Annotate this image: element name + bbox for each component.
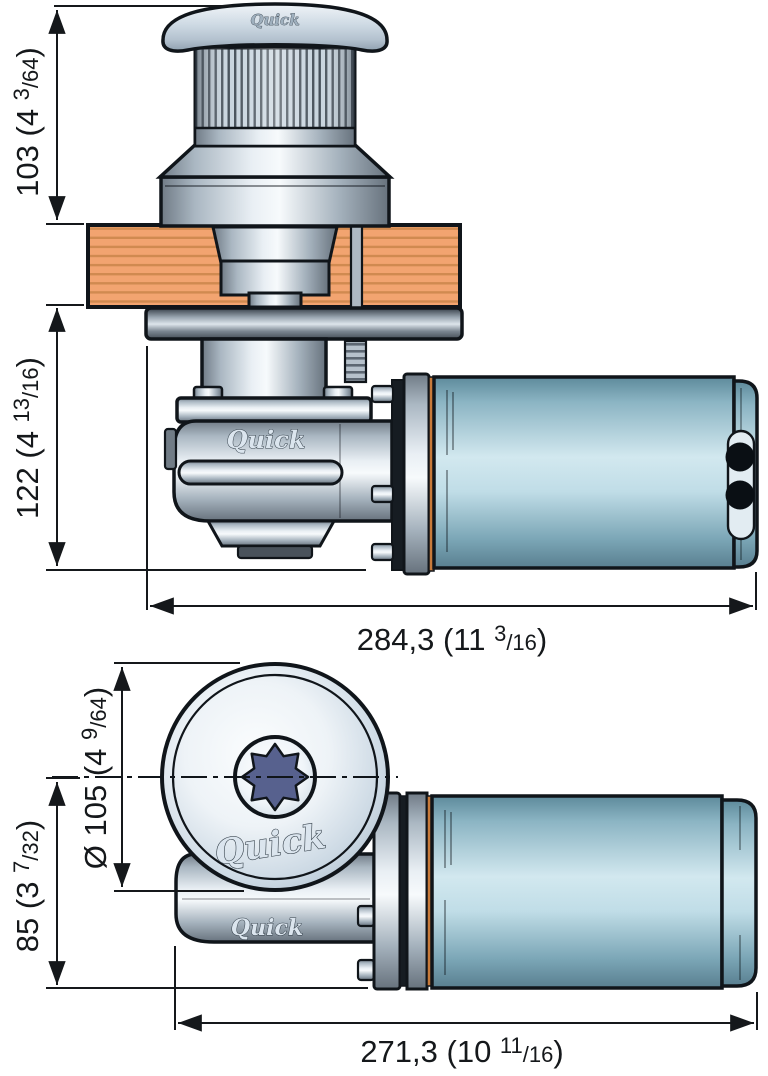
side-elevation-view: Quick Quick 103 (4 3/64) 122 (4 13/16) 2… [9, 2, 759, 657]
dim-label-height-below-deck: 122 (4 13/16) [9, 357, 45, 519]
flange-bolt-middle [370, 484, 395, 504]
brand-logo-cap: Quick [250, 11, 299, 29]
side-view-dimension-lines [46, 5, 757, 615]
terminal-post-upper [725, 442, 755, 472]
flange-bolt-top [370, 384, 395, 404]
main-shaft [247, 291, 303, 309]
through-deck-cylinder [219, 259, 331, 297]
plan-view-dimension-lines [46, 662, 758, 1032]
dim-label-height-above-deck: 103 (4 3/64) [9, 47, 45, 197]
dim-label-drum-diameter: Ø 105 (4 9/64) [77, 687, 113, 869]
gearbox-bottom-pad [236, 544, 314, 560]
gearbox-top-plate [175, 396, 373, 424]
dim-label-overall-length-side: 284,3 (11 3/16) [357, 621, 547, 657]
motor-flange-plate [402, 372, 431, 576]
capstan-flare [155, 142, 395, 179]
capstan-cap [161, 2, 389, 53]
gearbox-ridge [177, 459, 344, 486]
threaded-stud [343, 339, 368, 384]
brand-logo-gearbox-side: Quick [227, 425, 306, 454]
motor-plan-seam-lines [444, 810, 452, 975]
terminal-post-lower [725, 480, 755, 510]
flange-bolt-plan-lower [356, 958, 376, 982]
deck-bushing [211, 225, 339, 265]
mounting-flange [144, 306, 464, 341]
capstan-base [159, 175, 391, 228]
motor-body-plan [430, 794, 724, 990]
motor-end-cap-plan [720, 798, 758, 988]
dim-label-overall-length-plan: 271,3 (10 11/16) [360, 1033, 563, 1069]
dim-label-overall-width: 85 (3 7/32) [9, 820, 45, 952]
deck-mounting-stud [349, 220, 364, 312]
flange-bolt-bottom [370, 542, 395, 562]
flange-bolt-plan-upper [356, 904, 376, 928]
capstan-lower-band [193, 126, 357, 148]
gearbox-left-tab [163, 427, 178, 471]
gearbox-bottom-step [205, 519, 337, 548]
motor-body-seam-lines [446, 390, 454, 552]
brand-logo-gearbox-plan: Quick [231, 915, 303, 941]
motor-body [432, 375, 736, 570]
motor-flange-plate-plan-2 [405, 791, 429, 991]
plan-view: Quick Quick Ø [9, 662, 758, 1069]
